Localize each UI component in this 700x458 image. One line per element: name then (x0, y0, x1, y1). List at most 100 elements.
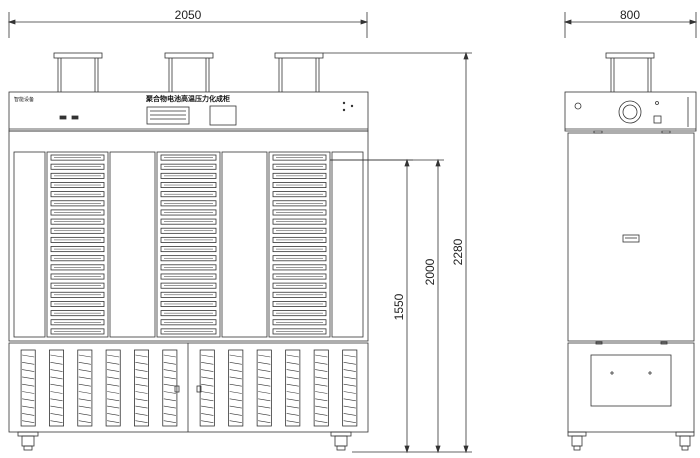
louver-slat (343, 383, 356, 387)
battery-tray (160, 200, 217, 207)
louver-slat (50, 369, 63, 372)
louver-slat (201, 376, 214, 380)
tray-racks (46, 151, 331, 338)
louver-slat (50, 383, 63, 387)
louver-column (228, 349, 244, 427)
louver-slat (343, 420, 356, 423)
battery-tray (50, 236, 105, 243)
louver-slat (50, 354, 63, 358)
side-door (567, 132, 695, 342)
louver-slat (315, 413, 328, 416)
louver-slat (22, 354, 35, 358)
touch-screen (209, 105, 237, 126)
height-dimensions: 2280 2000 1550 (323, 51, 472, 454)
louver-slat (229, 420, 242, 423)
louver-slat (163, 413, 176, 416)
battery-tray (272, 236, 327, 243)
louver-slat (163, 383, 176, 387)
tray-rack-3 (268, 151, 331, 338)
louver-slat (135, 391, 148, 394)
battery-tray (50, 282, 105, 289)
louver-slat (22, 398, 35, 402)
louver-slat (315, 362, 328, 365)
louver-slat (315, 398, 328, 402)
louver-slat (201, 383, 214, 387)
battery-tray (50, 291, 105, 298)
controller-display (146, 106, 190, 125)
tray-rack-2 (156, 151, 221, 338)
louver-slat (258, 383, 271, 387)
louver-column (77, 349, 93, 427)
louver-slat (78, 354, 91, 358)
louver-slat (163, 405, 176, 409)
louver-column (105, 349, 121, 427)
louver-slat (135, 398, 148, 402)
battery-tray (160, 209, 217, 216)
louver-slat (107, 376, 120, 380)
louver-slat (107, 362, 120, 365)
battery-tray (272, 227, 327, 234)
louver-slat (163, 369, 176, 372)
louver-slat (78, 420, 91, 423)
battery-tray (50, 154, 105, 161)
louver-slat (78, 376, 91, 380)
battery-tray (272, 246, 327, 253)
battery-tray (272, 154, 327, 161)
battery-tray (50, 264, 105, 271)
louver-slat (286, 383, 299, 387)
top-handles (53, 52, 324, 92)
louver-slat (50, 413, 63, 416)
battery-tray (272, 300, 327, 307)
louver-slat (229, 391, 242, 394)
louver-slat (78, 391, 91, 394)
louver-slat (50, 398, 63, 402)
louver-slat (229, 413, 242, 416)
louver-slat (258, 413, 271, 416)
louver-column (313, 349, 329, 427)
battery-tray (272, 310, 327, 317)
louver-slat (135, 413, 148, 416)
louvered-base (8, 342, 369, 433)
louver-slat (343, 362, 356, 365)
battery-tray (50, 328, 105, 335)
louver-slat (107, 420, 120, 423)
louver-grilles (20, 349, 358, 427)
louver-slat (258, 398, 271, 402)
louver-slat (135, 405, 148, 409)
louver-slat (135, 420, 148, 423)
louver-slat (229, 383, 242, 387)
louver-slat (229, 362, 242, 365)
louver-slat (107, 354, 120, 358)
battery-tray (50, 319, 105, 326)
battery-tray (50, 310, 105, 317)
louver-slat (22, 383, 35, 387)
battery-tray (160, 310, 217, 317)
louver-slat (201, 391, 214, 394)
louver-slat (315, 391, 328, 394)
louver-column (199, 349, 215, 427)
battery-tray (160, 291, 217, 298)
louver-slat (201, 398, 214, 402)
battery-tray (50, 182, 105, 188)
front-width-label: 2050 (175, 8, 202, 22)
louver-slat (343, 391, 356, 394)
louver-slat (163, 391, 176, 394)
tray-rack-1 (46, 151, 109, 338)
louver-slat (258, 420, 271, 423)
louver-slat (163, 420, 176, 423)
louver-slat (163, 354, 176, 358)
battery-tray (50, 218, 105, 225)
battery-tray (160, 282, 217, 289)
louver-slat (201, 420, 214, 423)
battery-tray (272, 264, 327, 271)
louver-slat (201, 354, 214, 358)
louver-slat (229, 369, 242, 372)
louver-slat (163, 398, 176, 402)
louver-slat (286, 391, 299, 394)
louver-slat (258, 405, 271, 409)
louver-slat (135, 354, 148, 358)
louver-slat (22, 391, 35, 394)
louver-slat (286, 413, 299, 416)
battery-tray (50, 300, 105, 307)
battery-tray (272, 182, 327, 188)
